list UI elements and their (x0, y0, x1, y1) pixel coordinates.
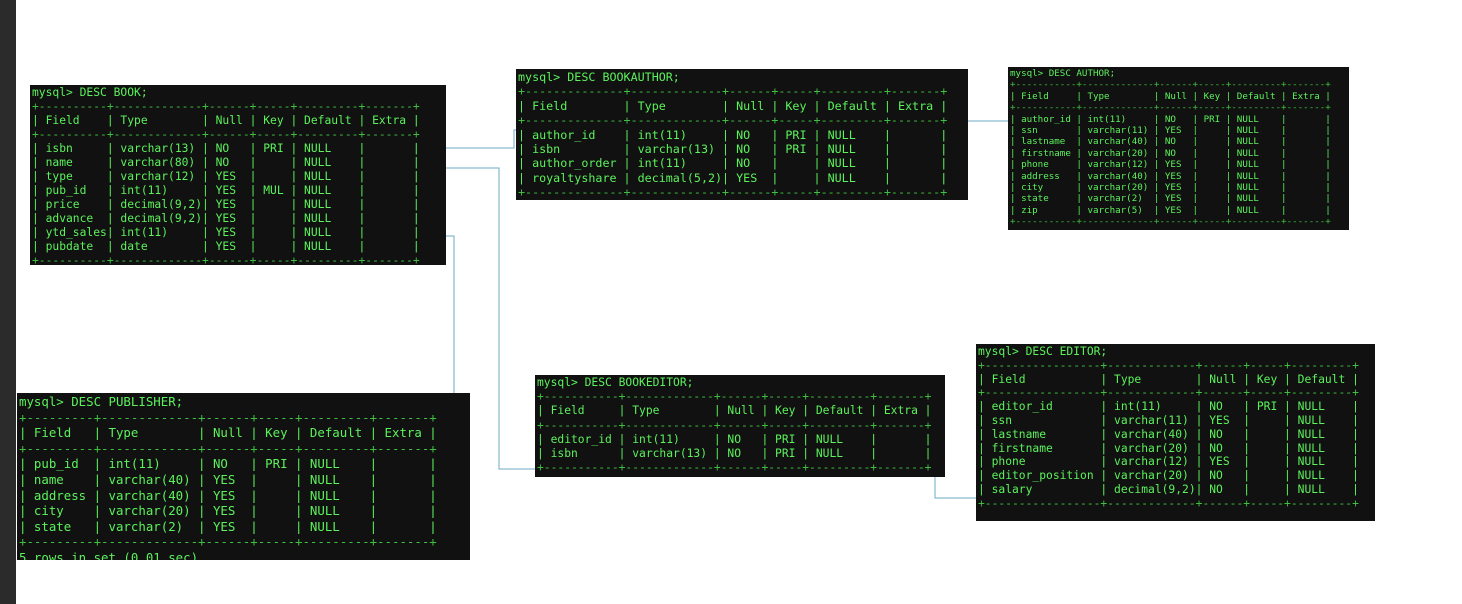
book-to-bookeditor-connector (446, 167, 537, 470)
table-row: | editor_position | varchar(20) | NO | |… (978, 469, 1359, 483)
desc-publisher-terminal: mysql> DESC PUBLISHER;+---------+-------… (17, 393, 470, 560)
table-row: | ytd_sales| int(11) | YES | | NULL | | (32, 226, 420, 239)
table-row: | editor_id | int(11) | NO | PRI | NULL … (978, 400, 1359, 414)
table-border: +-----------+-------------+------+-----+… (1010, 79, 1331, 91)
result-footer: 5 rows in set (0.01 sec) (19, 549, 199, 560)
table-border: +-----------+-------------+------+-----+… (1010, 102, 1331, 114)
table-border: +--------------+-------------+------+---… (518, 185, 948, 200)
mysql-prompt-line: mysql> DESC BOOK; (32, 86, 148, 99)
table-row: | phone | varchar(12) | YES | | NULL | | (1010, 159, 1331, 171)
table-row: | state | varchar(2) | YES | | NULL | | (1010, 193, 1331, 205)
table-header-row: | Field | Type | Null | Key | Default | … (32, 114, 420, 127)
table-border: +---------+-------------+------+-----+--… (19, 534, 437, 550)
desc-bookeditor-terminal: mysql> DESC BOOKEDITOR;+-----------+----… (535, 375, 945, 477)
mysql-prompt-line: mysql> DESC PUBLISHER; (19, 394, 184, 409)
desc-author-terminal: mysql> DESC AUTHOR;+-----------+--------… (1008, 67, 1349, 230)
table-border: +-----------+-------------+------+-----+… (537, 461, 932, 475)
table-row: | lastname | varchar(40) | NO | | NULL | (978, 427, 1359, 441)
table-row: | pubdate | date | YES | | NULL | | (32, 240, 420, 253)
table-row: | firstname | varchar(20) | NO | | NULL … (978, 441, 1359, 455)
table-header-row: | Field | Type | Null | Key | Default | … (1010, 90, 1331, 102)
table-row: | city | varchar(20) | YES | | NULL | | (19, 503, 437, 519)
table-border: +---------+-------------+------+-----+--… (19, 440, 437, 456)
table-row: | author_id | int(11) | NO | PRI | NULL … (518, 127, 948, 142)
table-row: | author_order | int(11) | NO | | NULL |… (518, 156, 948, 171)
desc-bookauthor-terminal: mysql> DESC BOOKAUTHOR;+--------------+-… (516, 69, 968, 200)
table-row: | author_id | int(11) | NO | PRI | NULL … (1010, 113, 1331, 125)
table-row: | pub_id | int(11) | NO | PRI | NULL | | (19, 456, 437, 472)
table-row: | editor_id | int(11) | NO | PRI | NULL … (537, 432, 932, 446)
book-to-publisher-connector (446, 235, 455, 394)
table-row: | price | decimal(9,2)| YES | | NULL | | (32, 198, 420, 211)
table-row: | salary | decimal(9,2)| NO | | NULL | (978, 482, 1359, 496)
table-header-row: | Field | Type | Null | Key | Default | … (537, 404, 932, 418)
table-row: | isbn | varchar(13) | NO | PRI | NULL |… (537, 447, 932, 461)
table-row: | isbn | varchar(13) | NO | PRI | NULL |… (518, 142, 948, 157)
desc-editor-terminal: mysql> DESC EDITOR;+-----------------+--… (976, 344, 1375, 521)
table-border: +-----------+-------------+------+-----+… (537, 418, 932, 432)
desc-book-terminal: mysql> DESC BOOK;+----------+-----------… (30, 85, 446, 265)
table-row: | city | varchar(20) | YES | | NULL | | (1010, 182, 1331, 194)
table-border: +-----------+-------------+------+-----+… (1010, 216, 1331, 228)
table-border: +--------------+-------------+------+---… (518, 84, 948, 99)
bookeditor-to-editor-connector (934, 476, 977, 499)
table-row: | zip | varchar(5) | YES | | NULL | | (1010, 204, 1331, 216)
table-header-row: | Field | Type | Null | Key | Default | … (19, 425, 437, 441)
table-border: +-----------------+-------------+------+… (978, 496, 1359, 510)
table-row: | isbn | varchar(13) | NO | PRI | NULL |… (32, 142, 420, 155)
table-header-row: | Field | Type | Null | Key | Default | … (518, 98, 948, 113)
table-row: | advance | decimal(9,2)| YES | | NULL |… (32, 212, 420, 225)
table-border: +-----------------+-------------+------+… (978, 358, 1359, 372)
table-row: | type | varchar(12) | YES | | NULL | | (32, 170, 420, 183)
table-border: +-----------------+-------------+------+… (978, 386, 1359, 400)
table-row: | pub_id | int(11) | YES | MUL | NULL | … (32, 184, 420, 197)
table-row: | address | varchar(40) | YES | | NULL |… (19, 487, 437, 503)
table-row: | firstname | varchar(20) | NO | | NULL … (1010, 147, 1331, 159)
mysql-prompt-line: mysql> DESC BOOKEDITOR; (537, 376, 694, 389)
table-row: | royaltyshare | decimal(5,2)| YES | | N… (518, 170, 948, 185)
table-border: +--------------+-------------+------+---… (518, 113, 948, 128)
table-border: +----------+-------------+------+-----+-… (32, 128, 420, 141)
table-row: | address | varchar(40) | YES | | NULL |… (1010, 170, 1331, 182)
book-to-bookauthor-connector (446, 129, 518, 149)
table-row: | name | varchar(80) | NO | | NULL | | (32, 156, 420, 169)
table-row: | state | varchar(2) | YES | | NULL | | (19, 518, 437, 534)
table-row: | ssn | varchar(11) | YES | | NULL | | (1010, 125, 1331, 137)
table-border: +---------+-------------+------+-----+--… (19, 409, 437, 425)
mysql-prompt-line: mysql> DESC EDITOR; (978, 345, 1108, 358)
table-row: | phone | varchar(12) | YES | | NULL | (978, 455, 1359, 469)
window-left-edge (0, 0, 16, 604)
table-border: +----------+-------------+------+-----+-… (32, 254, 420, 265)
table-border: +-----------+-------------+------+-----+… (537, 390, 932, 404)
table-row: | name | varchar(40) | YES | | NULL | | (19, 471, 437, 487)
table-header-row: | Field | Type | Null | Key | Default | (978, 372, 1359, 386)
mysql-prompt-line: mysql> DESC AUTHOR; (1010, 68, 1116, 79)
table-row: | ssn | varchar(11) | YES | | NULL | (978, 413, 1359, 427)
table-row: | lastname | varchar(40) | NO | | NULL |… (1010, 136, 1331, 148)
mysql-prompt-line: mysql> DESC BOOKAUTHOR; (518, 70, 680, 84)
table-border: +----------+-------------+------+-----+-… (32, 100, 420, 113)
